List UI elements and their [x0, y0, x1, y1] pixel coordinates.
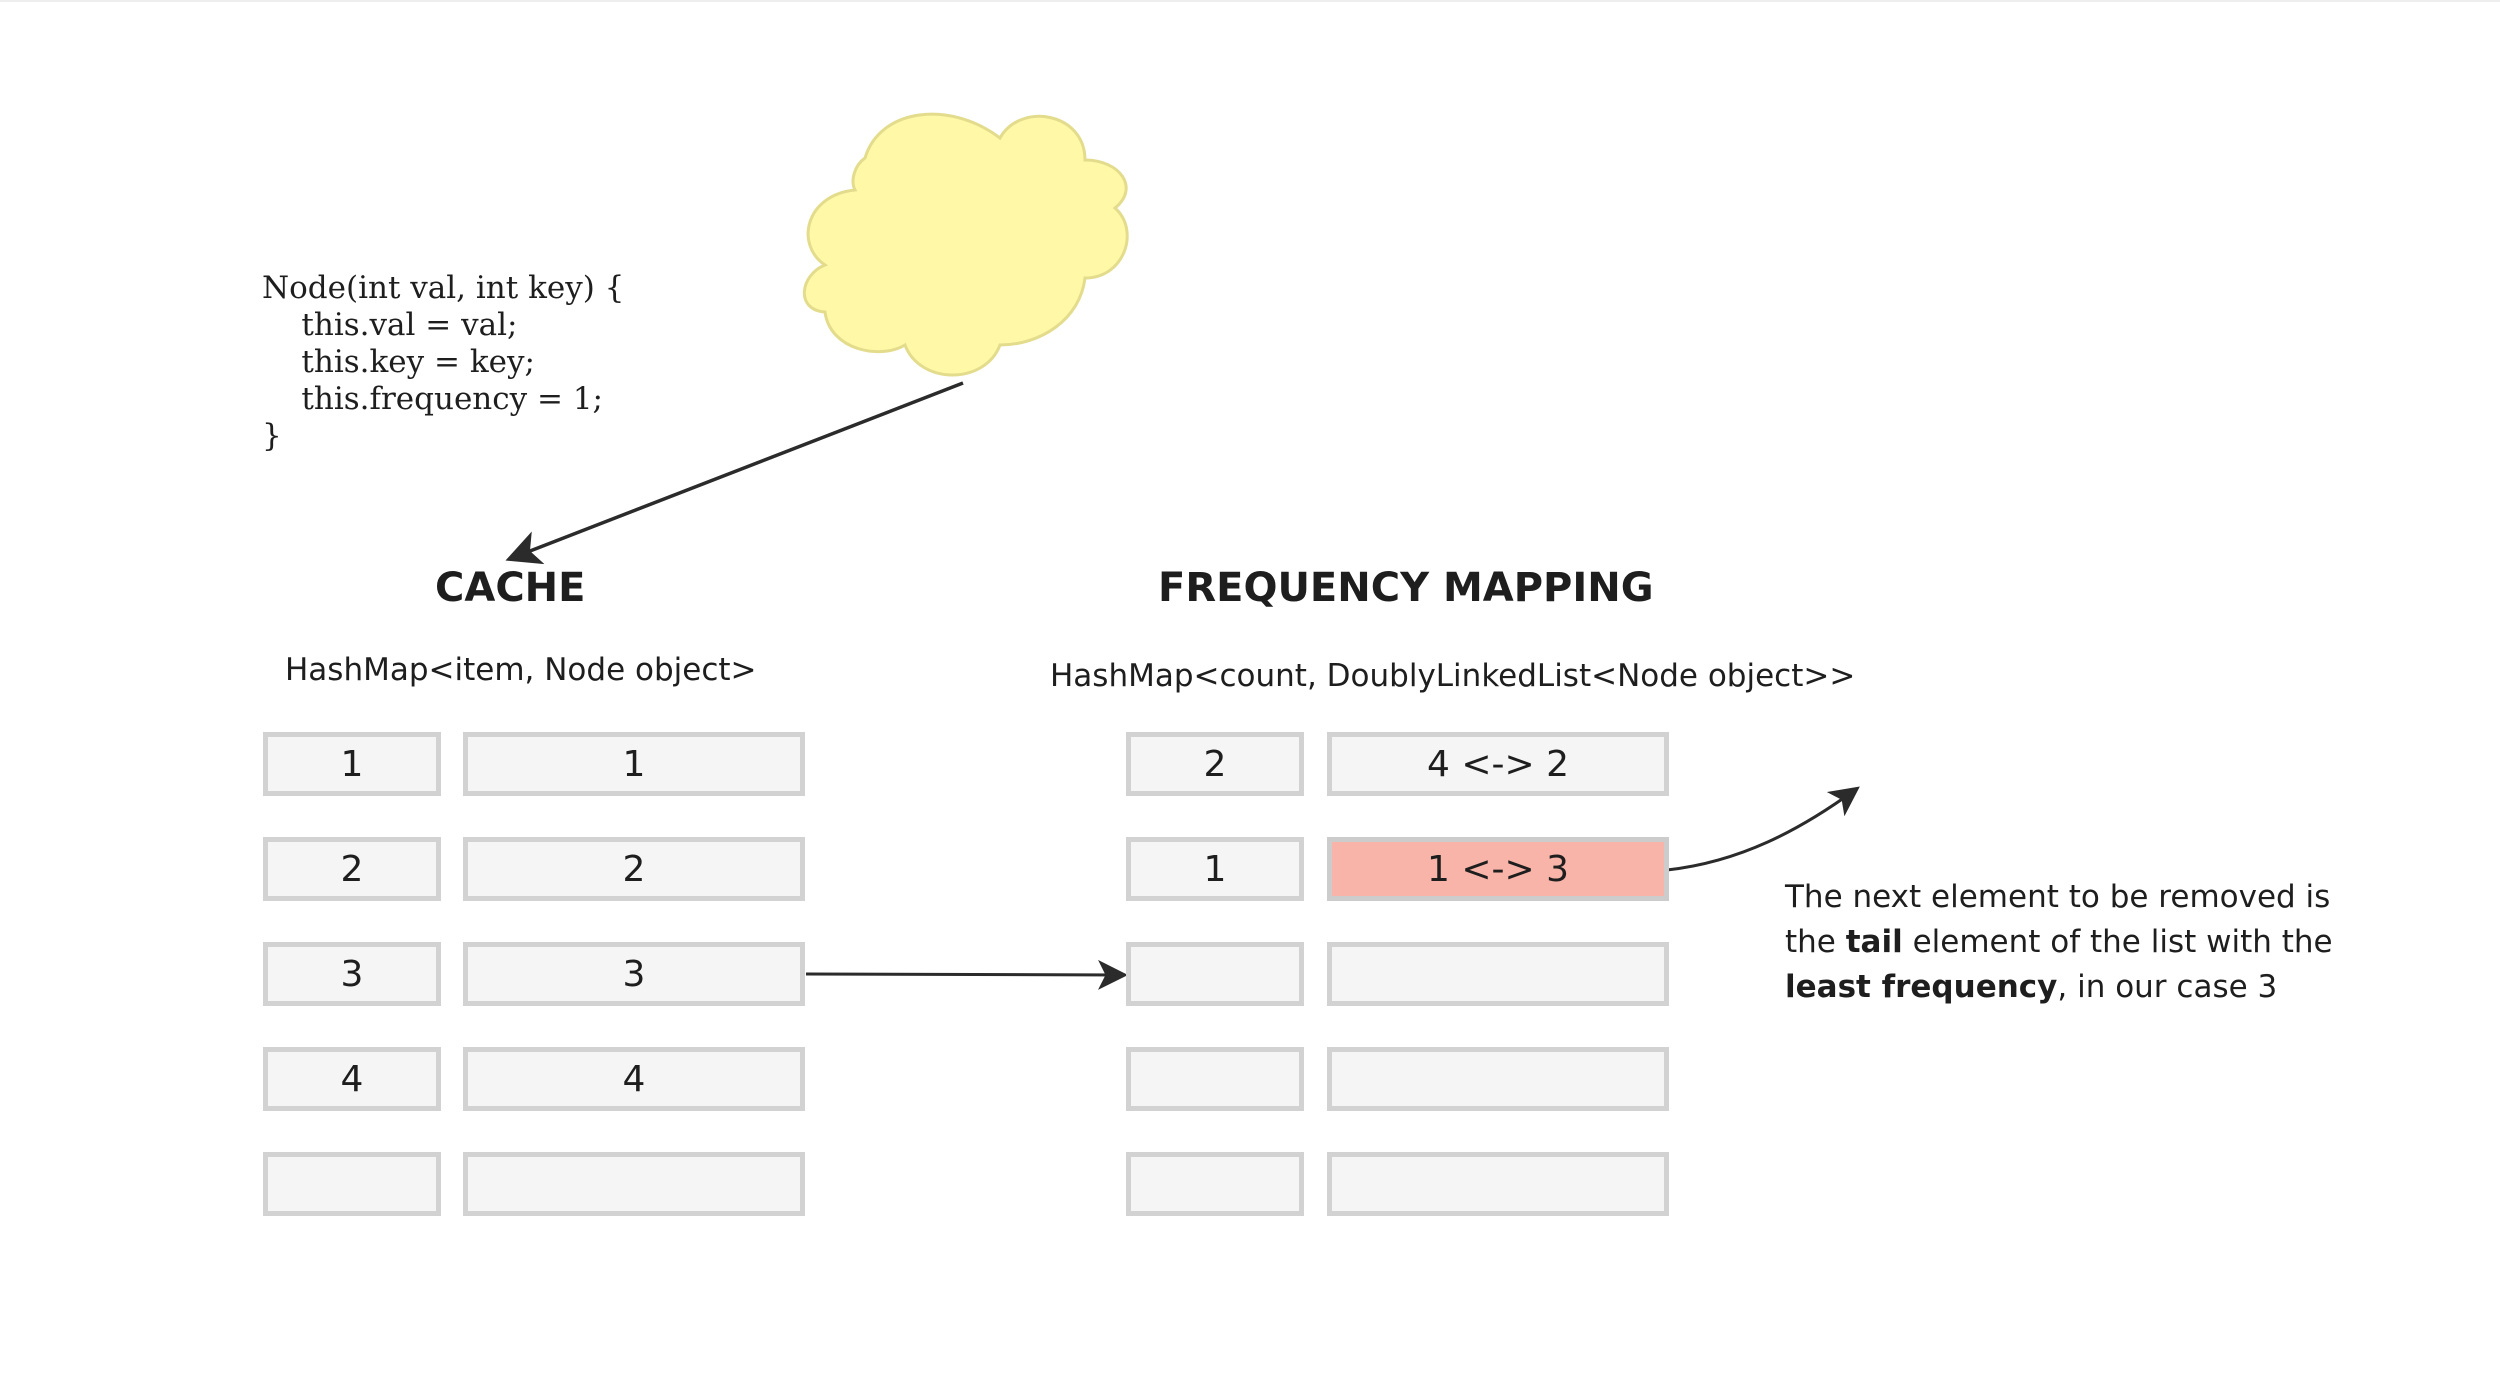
eviction-note: The next element to be removed is the ta…	[1785, 875, 2345, 1010]
cache-subtitle: HashMap<item, Node object>	[285, 652, 757, 688]
cache-value-cell	[463, 1152, 805, 1216]
note-text: , in our case 3	[2057, 969, 2278, 1005]
frequency-list-cell	[1327, 1152, 1669, 1216]
cache-key-cell: 3	[263, 942, 441, 1006]
note-bold-tail: tail	[1845, 924, 1903, 960]
frequency-count-cell	[1126, 1152, 1304, 1216]
frequency-list-cell	[1327, 1047, 1669, 1111]
note-bold-least-frequency: least frequency	[1785, 969, 2058, 1005]
note-text: The next element to be removed is the	[1785, 879, 2331, 960]
frequency-count-cell: 2	[1126, 732, 1304, 796]
cache-key-cell: 2	[263, 837, 441, 901]
cache-key-cell: 4	[263, 1047, 441, 1111]
frequency-mapping-subtitle: HashMap<count, DoublyLinkedList<Node obj…	[1050, 658, 1856, 694]
cache-key-cell	[263, 1152, 441, 1216]
cloud-shape	[802, 112, 1129, 377]
cache-value-cell: 4	[463, 1047, 805, 1111]
note-text: element of the list with the	[1902, 924, 2333, 960]
frequency-count-cell	[1126, 942, 1304, 1006]
frequency-list-cell: 4 <-> 2	[1327, 732, 1669, 796]
cache-value-cell: 2	[463, 837, 805, 901]
frequency-list-cell	[1327, 942, 1669, 1006]
eviction-curved-arrow	[1666, 786, 1860, 872]
cache-to-frequency-arrow	[805, 959, 1128, 990]
cache-value-cell: 1	[463, 732, 805, 796]
cache-title: CACHE	[435, 565, 586, 611]
frequency-mapping-title: FREQUENCY MAPPING	[1158, 565, 1654, 611]
frequency-count-cell	[1126, 1047, 1304, 1111]
frequency-count-cell: 1	[1126, 837, 1304, 901]
cache-key-cell: 1	[263, 732, 441, 796]
top-divider	[0, 0, 2500, 2]
cache-value-cell: 3	[463, 942, 805, 1006]
node-constructor-code: Node(int val, int key) { this.val = val;…	[262, 270, 625, 454]
cloud-to-cache-arrow	[505, 381, 964, 565]
frequency-list-cell-highlighted: 1 <-> 3	[1327, 837, 1669, 901]
